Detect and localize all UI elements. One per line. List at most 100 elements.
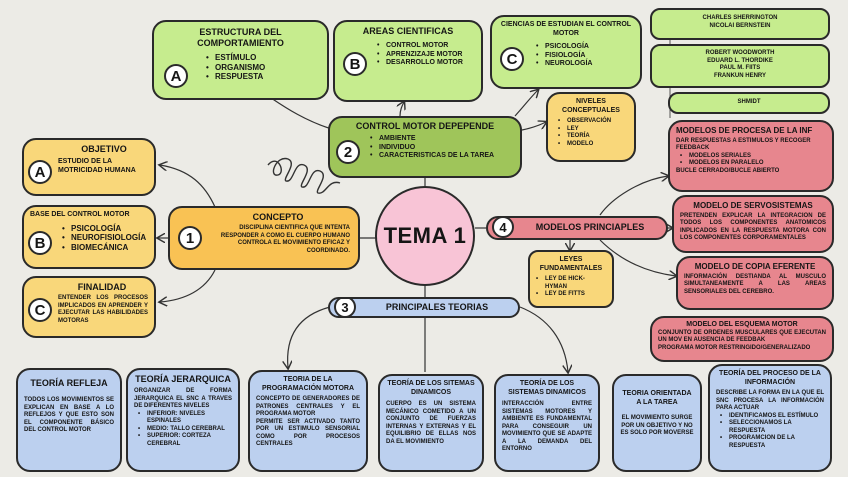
node-niveles: NIVELES CONCEPTUALES OBSERVACIÓN LEY TEO…	[546, 92, 636, 162]
niveles-title: NIVELES CONCEPTUALES	[562, 98, 620, 114]
teoria-orientada: TEORIA ORIENTADA A LA TAREA EL MOVIMIENT…	[612, 374, 702, 472]
list-item: PSICOLOGÍA	[536, 43, 634, 52]
base-title: BASE DEL CONTROL MOTOR	[30, 211, 130, 218]
mod-copia-title: MODELO DE COPIA EFERENTE	[694, 262, 816, 271]
teoria-sistemas-2: TEORÍA DE LOS SISTEMAS DINAMICOS INTERAC…	[494, 374, 600, 472]
finalidad-text: ENTENDER LOS PROCESOS IMPLICADOS EN APRE…	[58, 295, 148, 324]
node-mod-copia: MODELO DE COPIA EFERENTE INFORMACIÓN DES…	[676, 256, 834, 310]
link-modelos-procesa	[599, 176, 668, 216]
list-item: SELECCIONAMOS LA RESPUESTA	[720, 420, 824, 435]
leyes-list: LEY DE HICK-HYMAN LEY DE FITTS	[536, 276, 606, 299]
teoria-proceso-list: IDENTIFICAMOS EL ESTÍMULO SELECCIONAMOS …	[720, 413, 824, 451]
finalidad-title: FINALIDAD	[77, 282, 127, 292]
list-item: FISIOLOGÍA	[536, 52, 634, 61]
list-item: LEY	[558, 126, 628, 134]
ciencias-letter: C	[500, 47, 524, 71]
mod-servo-title: MODELO DE SERVOSISTEMAS	[693, 201, 813, 210]
teoria-jerarquica-title: TEORÍA JERARQUICA	[135, 374, 231, 384]
teoria-sistemas-1-title: TEORÍA DE LOS SITEMAS DINAMICOS	[387, 380, 475, 396]
link-control-ciencias	[514, 90, 538, 117]
modelos-title: MODELOS PRINCIAPLES	[535, 222, 645, 232]
list-item: TEORÍA	[558, 133, 628, 141]
finalidad-letter: C	[28, 298, 52, 322]
node-estructura: ESTRUCTURA DEL COMPORTAMIENTO A ESTÍMULO…	[152, 20, 329, 100]
link-teorias-left	[288, 306, 331, 368]
link-concepto-finalidad	[160, 269, 216, 302]
list-item: SUPERIOR: CORTEZA CEREBRAL	[138, 433, 232, 448]
control-list: AMBIENTE INDIVIDUO CARACTERISTICAS DE LA…	[370, 135, 512, 161]
ciencias-list: PSICOLOGÍA FISIOLOGÍA NEUROLOGÍA	[536, 43, 634, 69]
list-item: ESTÍMULO	[206, 53, 319, 63]
modelos-number: 4	[492, 218, 514, 238]
concepto-title: CONCEPTO	[252, 212, 304, 222]
authors-2: ROBERT WOODWORTH EDUARD L. THORDIKE PAUL…	[650, 44, 830, 88]
node-mod-esquema: MODELO DEL ESQUEMA MOTOR CONJUNTO DE ORD…	[650, 316, 834, 362]
concepto-number: 1	[178, 226, 202, 250]
list-item: INFERIOR: NIVELES ESPINALES	[138, 411, 232, 426]
list-item: MODELO	[558, 141, 628, 149]
objetivo-letter: A	[28, 160, 52, 184]
mod-procesa-list: MODELOS SERIALES MODELOS EN PARALELO	[680, 153, 826, 168]
control-title: CONTROL MOTOR DEPEPENDE	[355, 121, 495, 131]
teoria-programacion: TEORIA DE LA PROGRAMACIÓN MOTORA CONCEPT…	[248, 370, 368, 472]
node-modelos: 4 MODELOS PRINCIAPLES	[486, 216, 668, 240]
link-teorias-right	[519, 306, 568, 372]
mod-procesa-text: DAR RESPUESTAS A ESTIMULOS Y RECOGER FEE…	[676, 137, 811, 152]
list-item: CARACTERISTICAS DE LA TAREA	[370, 152, 512, 161]
teoria-jerarquica-text: ORGANIZAR DE FORMA JERARQUICA EL SNC A T…	[134, 388, 232, 409]
list-item: PSICOLOGÍA	[62, 224, 148, 234]
mod-procesa-title: MODELOS DE PROCESA DE LA INF	[676, 126, 813, 135]
list-item: OBSERVACIÓN	[558, 118, 628, 126]
teoria-refleja-title: TEORÍA REFLEJA	[30, 378, 108, 388]
base-letter: B	[28, 231, 52, 255]
teoria-proceso-text: DESCRIBE LA FORMA EN LA QUE EL SNC PROCE…	[716, 390, 824, 412]
link-modelos-copia	[599, 239, 676, 276]
node-leyes: LEYES FUNDAMENTALES LEY DE HICK-HYMAN LE…	[528, 250, 614, 308]
list-item: LEY DE HICK-HYMAN	[536, 276, 606, 291]
areas-letter: B	[343, 52, 367, 76]
list-item: BIOMECÁNICA	[62, 243, 148, 253]
authors-3: SHMIDT	[668, 92, 830, 114]
link-control-areas	[400, 102, 404, 117]
node-areas: AREAS CIENTIFICAS B CONTROL MOTOR APRENZ…	[333, 20, 483, 102]
leyes-title: LEYES FUNDAMENTALES	[539, 256, 603, 272]
mod-copia-text: INFORMACIÓN DESTIANDA AL MUSCULO SIMULTA…	[684, 273, 826, 295]
mod-esquema-title: MODELO DEL ESQUEMA MOTOR	[686, 321, 798, 328]
niveles-list: OBSERVACIÓN LEY TEORÍA MODELO	[558, 118, 628, 148]
list-item: INDIVIDUO	[370, 144, 512, 153]
list-item: MODELOS EN PARALELO	[680, 160, 826, 168]
estructura-title: ESTRUCTURA DEL COMPORTAMIENTO	[197, 27, 284, 48]
mod-servo-text: PRETENDEN EXPLICAR LA INTEGRACION DE TOD…	[680, 212, 826, 242]
node-objetivo: OBJETIVO A ESTUDIO DE LA MOTRICIDAD HUMA…	[22, 138, 156, 196]
concepto-text: DISCIPLINA CIENTIFICA QUE INTENTA RESPON…	[220, 225, 350, 254]
teoria-proceso: TEORÍA DEL PROCESO DE LA INFORMACIÓN DES…	[708, 364, 832, 472]
teoria-sistemas-1: TEORÍA DE LOS SITEMAS DINAMICOS CUERPO E…	[378, 374, 484, 472]
teorias-title: PRINCIPALES TEORIAS	[385, 302, 489, 312]
areas-title: AREAS CIENTIFICAS	[362, 26, 454, 36]
list-item: RESPUESTA	[206, 72, 319, 82]
mod-esquema-footer: PROGRAMA MOTOR RESTRINGIDO/GENERALIZADO	[658, 344, 811, 351]
teoria-programacion-title: TEORIA DE LA PROGRAMACIÓN MOTORA	[261, 376, 355, 392]
teoria-programacion-text2: PERMITE SER ACTIVADO TANTO POR UN ESTIMU…	[256, 418, 360, 448]
estructura-letter: A	[164, 64, 188, 88]
list-item: NEUROLOGÍA	[536, 60, 634, 69]
node-mod-procesa: MODELOS DE PROCESA DE LA INF DAR RESPUES…	[668, 120, 834, 192]
spring-decoration	[267, 157, 341, 194]
list-item: ORGANISMO	[206, 63, 319, 73]
node-teorias: 3 PRINCIPALES TEORIAS	[328, 297, 520, 318]
list-item: IDENTIFICAMOS EL ESTÍMULO	[720, 413, 824, 421]
teoria-sistemas-1-text: CUERPO ES UN SISTEMA MECÁNICO COMETIDO A…	[386, 401, 476, 445]
node-ciencias: CIENCIAS DE ESTUDIAN EL CONTROL MOTOR C …	[490, 15, 642, 89]
ciencias-title: CIENCIAS DE ESTUDIAN EL CONTROL MOTOR	[500, 21, 632, 37]
authors-1: CHARLES SHERRINGTON NICOLAI BERNSTEIN	[650, 8, 830, 40]
node-mod-servo: MODELO DE SERVOSISTEMAS PRETENDEN EXPLIC…	[672, 195, 834, 253]
node-control: CONTROL MOTOR DEPEPENDE 2 AMBIENTE INDIV…	[328, 116, 522, 178]
estructura-list: ESTÍMULO ORGANISMO RESPUESTA	[206, 53, 319, 82]
list-item: DESARROLLO MOTOR	[377, 59, 475, 68]
teoria-sistemas-2-title: TEORÍA DE LOS SISTEMAS DINAMICOS	[508, 380, 586, 396]
teoria-orientada-title: TEORIA ORIENTADA A LA TAREA	[622, 390, 692, 406]
teoria-proceso-title: TEORÍA DEL PROCESO DE LA INFORMACIÓN	[719, 370, 821, 386]
list-item: AMBIENTE	[370, 135, 512, 144]
base-list: PSICOLOGÍA NEUROFISIOLOGÍA BIOMECÁNICA	[62, 224, 148, 253]
teoria-refleja-text: TODOS LOS MOVIMIENTOS SE EXPLICAN EN BAS…	[24, 397, 114, 433]
